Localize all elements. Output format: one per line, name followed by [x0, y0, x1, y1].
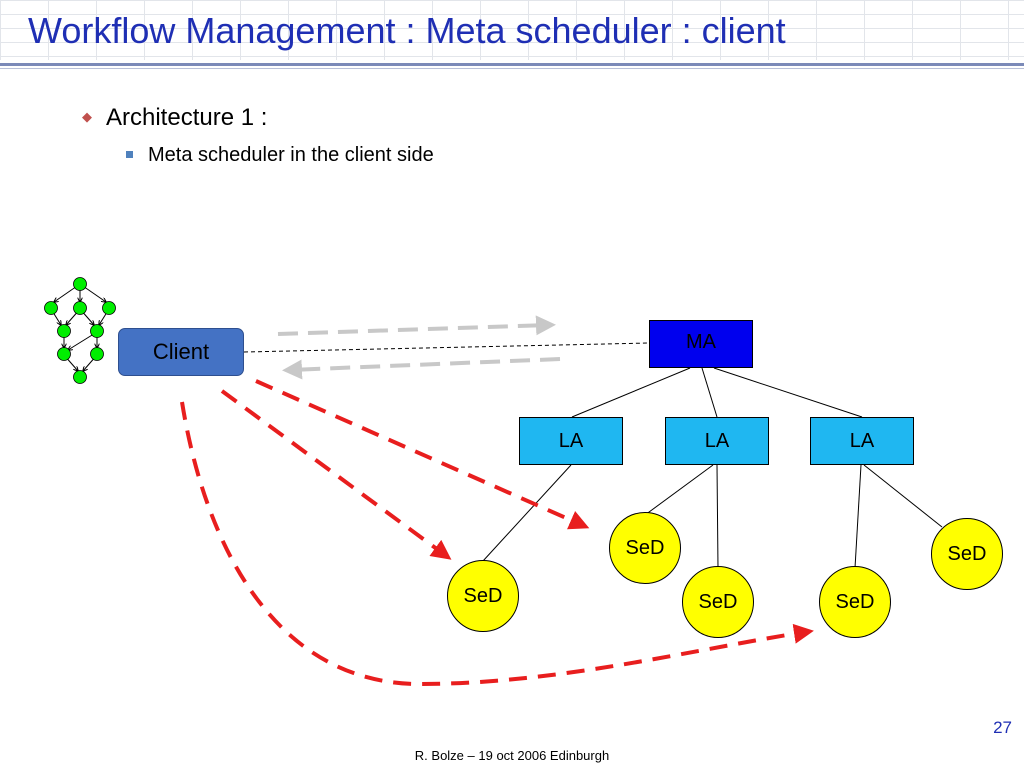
client-node: Client — [118, 328, 244, 376]
sed-node-5: SeD — [931, 518, 1003, 590]
sed-label: SeD — [625, 536, 665, 559]
edge-ma-la3 — [713, 367, 863, 418]
la-node-3: LA — [810, 417, 914, 465]
title-rule-thin — [0, 68, 1024, 69]
slide-title: Workflow Management : Meta scheduler : c… — [28, 10, 786, 51]
page-number: 27 — [993, 718, 1012, 737]
footer-text: R. Bolze – 19 oct 2006 Edinburgh — [414, 748, 610, 763]
square-bullet-icon — [126, 151, 133, 158]
edge-la2-sed3 — [716, 464, 719, 569]
la-node-2: LA — [665, 417, 769, 465]
ma-node: MA — [649, 320, 753, 368]
diamond-bullet-icon: ◆ — [82, 109, 92, 124]
tree-edges — [482, 367, 943, 569]
edge-la3-sed4 — [854, 464, 862, 569]
ma-label: MA — [686, 331, 716, 353]
edge-la1-sed1 — [482, 464, 572, 562]
sed-node-1: SeD — [447, 560, 519, 632]
bullet-level1-text: Architecture 1 : — [106, 104, 268, 131]
edge-la3-sed5 — [863, 464, 943, 528]
bullet-level2: Meta scheduler in the client side — [126, 144, 434, 167]
edge-la2-sed2 — [644, 464, 714, 516]
workflow-dag-icon — [44, 277, 116, 384]
sed-label: SeD — [835, 590, 875, 613]
client-ma-connection — [243, 342, 650, 353]
title-rule — [0, 63, 1024, 66]
sed-label: SeD — [698, 590, 738, 613]
sed-node-2: SeD — [609, 512, 681, 584]
client-label: Client — [152, 339, 210, 364]
sed-node-4: SeD — [819, 566, 891, 638]
la-label: LA — [849, 429, 875, 452]
la-node-1: LA — [519, 417, 623, 465]
sed-node-3: SeD — [682, 566, 754, 638]
request-arrow-sed4 — [180, 401, 814, 687]
response-arrow-from-ma — [282, 357, 561, 380]
la-label: LA — [704, 429, 730, 452]
sed-label: SeD — [947, 542, 987, 565]
edge-ma-la2 — [701, 367, 718, 418]
edge-ma-la1 — [571, 367, 691, 418]
query-arrow-to-ma — [277, 315, 556, 336]
sed-label: SeD — [463, 584, 503, 607]
la-label: LA — [558, 429, 584, 452]
title-background — [0, 0, 1024, 60]
bullet-level2-text: Meta scheduler in the client side — [148, 144, 434, 166]
request-arrow-sed2 — [255, 379, 590, 530]
bullet-level1: ◆ Architecture 1 : — [82, 104, 267, 132]
request-arrow-sed1 — [220, 389, 452, 560]
